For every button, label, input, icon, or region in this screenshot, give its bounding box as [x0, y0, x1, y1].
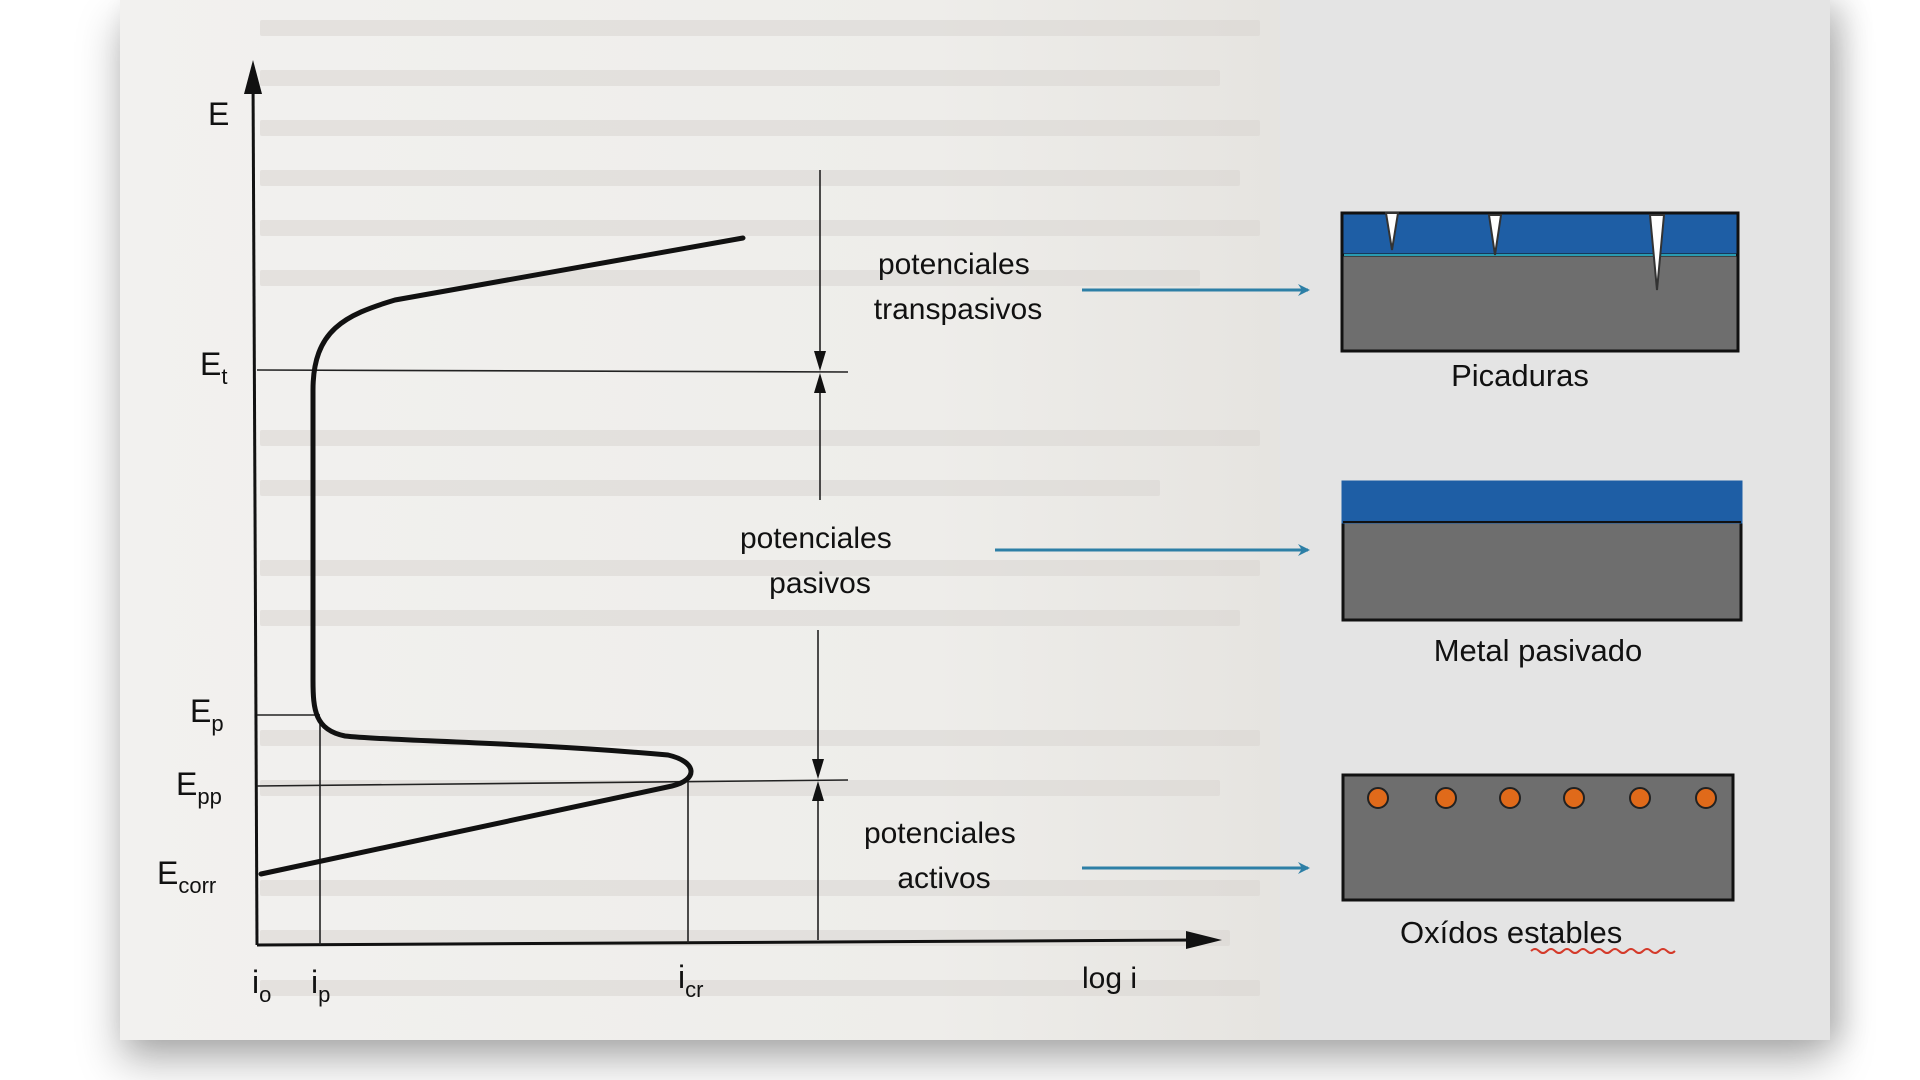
passivated-panel	[1341, 480, 1743, 622]
tick-label-epp: Epp	[176, 766, 222, 809]
pit-1	[1384, 212, 1400, 251]
y-axis	[251, 74, 259, 946]
tick-label-ip: ip	[311, 964, 330, 1007]
caption-passivated: Metal pasivado	[1434, 633, 1643, 668]
spellcheck-underline	[1530, 948, 1676, 954]
label-transpassive: potenciales transpasivos	[874, 248, 1042, 326]
oxide-particle	[1367, 787, 1389, 809]
oxide-particle	[1695, 787, 1717, 809]
tick-label-io: io	[252, 964, 271, 1007]
oxide-particle	[1563, 787, 1585, 809]
oxide-particle	[1499, 787, 1521, 809]
oxide-particle	[1435, 787, 1457, 809]
reference-lines	[256, 170, 849, 945]
pit-2	[1487, 214, 1503, 256]
oxides-panel	[1341, 773, 1735, 902]
tick-label-et: Et	[200, 346, 227, 389]
x-axis-label: log i	[1082, 962, 1137, 995]
tick-label-ecorr: Ecorr	[157, 855, 216, 898]
y-axis-arrowhead	[244, 60, 262, 94]
x-axis-arrowhead	[1186, 931, 1222, 949]
y-axis-label: E	[208, 96, 229, 132]
pit-3	[1648, 214, 1666, 291]
label-active: potenciales activos	[864, 817, 1024, 895]
pointer-arrows	[995, 284, 1310, 874]
label-passive: potenciales pasivos	[740, 522, 900, 600]
pitting-panel	[1340, 211, 1740, 353]
pitting-oxide-layer	[1340, 211, 1740, 257]
et-hline	[256, 369, 849, 373]
scanned-page	[120, 0, 1280, 1040]
caption-oxides: Oxídos estables	[1400, 915, 1622, 950]
dimension-arrowheads	[812, 351, 826, 801]
oxide-particle	[1629, 787, 1651, 809]
epp-hline	[256, 779, 849, 787]
polarization-curve	[258, 235, 746, 877]
passivated-oxide-layer	[1341, 480, 1743, 524]
caption-oxides-underlined: estables	[1507, 915, 1622, 950]
tick-label-icr: icr	[678, 959, 703, 1002]
oxide-particles	[1367, 787, 1717, 809]
oxides-metal	[1341, 773, 1735, 902]
tick-label-ep: Ep	[190, 693, 224, 736]
caption-pitting: Picaduras	[1451, 358, 1589, 393]
x-axis	[256, 938, 1201, 947]
axes	[251, 74, 1201, 947]
